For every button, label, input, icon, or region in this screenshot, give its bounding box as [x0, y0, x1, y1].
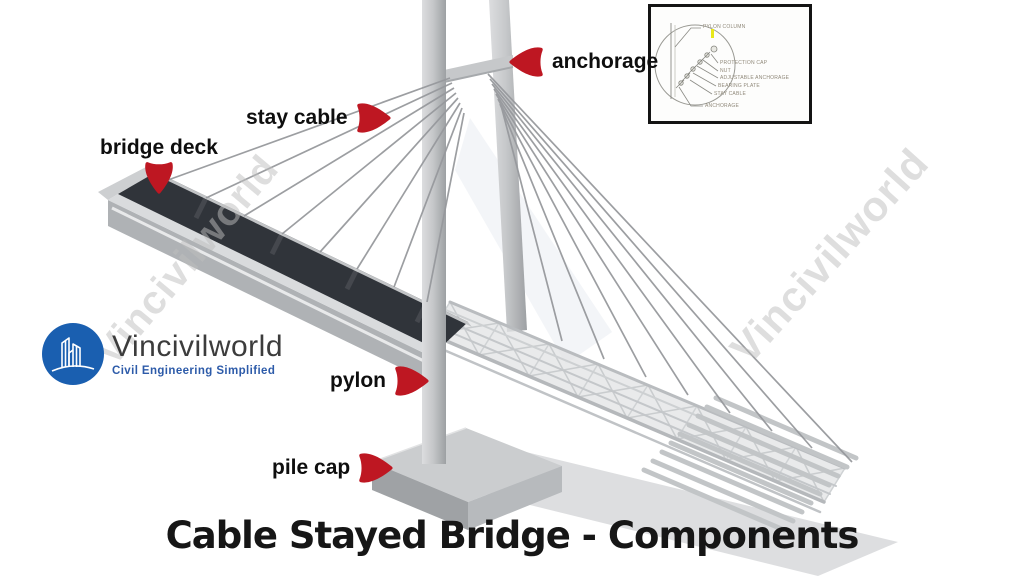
pylon-rear-leg	[489, 0, 527, 332]
anchorage-detail-inset: PYLON COLUMN PROTECTION CAP NUT ADJUSTAB…	[648, 4, 812, 124]
label-anchorage: anchorage	[507, 44, 658, 80]
label-stay-cable: stay cable	[246, 100, 393, 136]
stay-cable-label-text: stay cable	[246, 106, 348, 129]
pile-cap-label-text: pile cap	[272, 456, 351, 479]
arrow-down-icon	[145, 162, 173, 194]
arrow-right-icon	[395, 366, 429, 396]
anchorage-label-text: anchorage	[552, 50, 659, 73]
inset-label-stay-cable: STAY CABLE	[714, 91, 747, 97]
logo-buildings-icon	[42, 323, 104, 385]
inset-label-adjustable-anchorage: ADJUSTABLE ANCHORAGE	[720, 75, 790, 81]
highlight-mark	[711, 29, 714, 38]
inset-label-anchorage: ANCHORAGE	[705, 103, 740, 109]
bridge-deck-label-text: bridge deck	[100, 136, 218, 159]
inset-label-protection-cap: PROTECTION CAP	[720, 60, 768, 66]
logo: Vincivilworld Civil Engineering Simplifi…	[42, 323, 283, 385]
label-pile-cap: pile cap	[272, 450, 395, 486]
pile-cap-block	[371, 427, 562, 530]
logo-tagline: Civil Engineering Simplified	[112, 365, 276, 378]
label-pylon: pylon	[330, 363, 431, 399]
pylon-front-leg	[422, 0, 446, 464]
bridge-deck-surface	[98, 166, 472, 382]
arrow-right-icon	[356, 103, 391, 133]
page-title: Cable Stayed Bridge - Components	[165, 514, 860, 557]
reflection-plane	[455, 118, 612, 364]
girder-fingers	[641, 395, 859, 533]
stay-cables-left	[167, 77, 465, 303]
logo-name: Vincivilworld	[112, 329, 284, 363]
arrow-left-icon	[509, 47, 543, 77]
arrow-right-icon	[359, 453, 393, 483]
inset-label-bearing-plate: BEARING PLATE	[718, 83, 760, 89]
leader-lines	[674, 27, 719, 107]
stay-cables-right	[487, 73, 853, 463]
inset-label-nut: NUT	[720, 68, 731, 74]
label-bridge-deck: bridge deck	[100, 136, 218, 195]
anchorage-hardware	[675, 45, 718, 89]
anchorage-detail-drawing	[654, 23, 736, 107]
pylon-label-text: pylon	[330, 369, 386, 392]
inset-label-pylon-column: PYLON COLUMN	[703, 24, 746, 30]
pylon-crossbeam	[443, 55, 514, 83]
